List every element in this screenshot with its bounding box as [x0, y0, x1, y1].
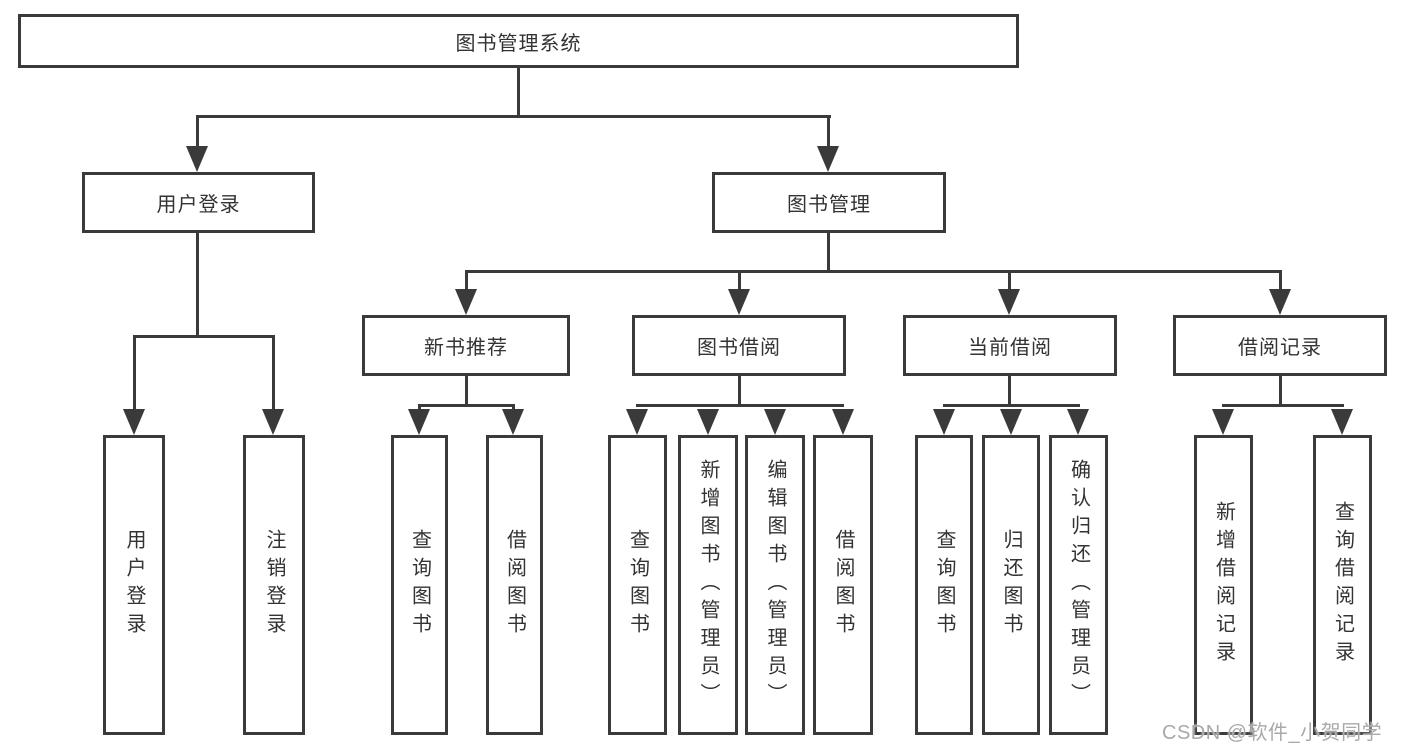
node-new-book-recommend-label: 新书推荐	[424, 337, 508, 359]
leaf-edit-books-admin-label: 编辑图书（管理员）	[764, 459, 786, 711]
csdn-watermark: CSDN @软件_小贺同学	[1162, 722, 1383, 744]
arrowhead-new-book-recommend	[455, 289, 477, 315]
node-borrow-records: 借阅记录	[1173, 315, 1387, 376]
leaf-user-login: 用户登录	[103, 435, 165, 735]
leaf-confirm-return-admin: 确认归还（管理员）	[1049, 435, 1108, 735]
edge-stem-leaf-user-login	[133, 335, 136, 413]
node-root-label: 图书管理系统	[455, 32, 582, 55]
leaf-recommend-query-books-label: 查询图书	[408, 529, 431, 641]
node-book-management-label: 图书管理	[787, 194, 871, 216]
node-new-book-recommend: 新书推荐	[362, 315, 570, 376]
edge-book-management-bar	[465, 270, 1282, 273]
edge-current-borrow-bar	[943, 404, 1080, 407]
leaf-edit-books-admin: 编辑图书（管理员）	[745, 435, 805, 735]
edge-new-book-recommend-bar	[418, 404, 515, 407]
arrowhead-user-login	[186, 146, 208, 172]
arrowhead-edit-books	[764, 409, 786, 435]
node-root: 图书管理系统	[18, 14, 1019, 68]
leaf-add-books-admin-label: 新增图书（管理员）	[697, 459, 719, 711]
edge-user-login-bar	[133, 335, 275, 338]
arrowhead-add-books	[697, 409, 719, 435]
leaf-query-borrow-record-label: 查询借阅记录	[1331, 501, 1354, 669]
leaf-add-books-admin: 新增图书（管理员）	[678, 435, 738, 735]
edge-book-management-trunk	[827, 233, 830, 272]
arrowhead-leaf-logout	[262, 409, 284, 435]
edge-new-book-recommend-trunk	[465, 376, 468, 407]
node-current-borrow-label: 当前借阅	[968, 337, 1052, 359]
leaf-current-query-books-label: 查询图书	[933, 529, 955, 641]
edge-stem-leaf-logout	[272, 335, 275, 413]
leaf-borrow-query-books-label: 查询图书	[626, 529, 649, 641]
edge-user-login-trunk	[196, 233, 199, 338]
edge-stem-borrow-records	[1279, 270, 1282, 290]
edge-stem-new-book-recommend	[465, 270, 468, 290]
edge-root-bar	[196, 115, 831, 118]
leaf-query-borrow-record: 查询借阅记录	[1313, 435, 1372, 735]
node-current-borrow: 当前借阅	[903, 315, 1117, 376]
edge-book-borrow-bar	[636, 404, 844, 407]
edge-borrow-records-trunk	[1279, 376, 1282, 407]
arrowhead-recommend-query	[408, 409, 430, 435]
leaf-add-borrow-record-label: 新增借阅记录	[1212, 501, 1235, 669]
node-user-login: 用户登录	[82, 172, 315, 233]
leaf-confirm-return-admin-label: 确认归还（管理员）	[1067, 459, 1090, 711]
edge-book-borrow-trunk	[738, 376, 741, 407]
leaf-borrow-books: 借阅图书	[813, 435, 873, 735]
node-book-borrow: 图书借阅	[632, 315, 846, 376]
edge-borrow-records-bar	[1222, 404, 1344, 407]
leaf-current-query-books: 查询图书	[915, 435, 973, 735]
node-borrow-records-label: 借阅记录	[1238, 337, 1322, 359]
leaf-recommend-borrow-books: 借阅图书	[486, 435, 543, 735]
leaf-return-books: 归还图书	[982, 435, 1040, 735]
leaf-logout-label: 注销登录	[263, 529, 285, 641]
node-book-borrow-label: 图书借阅	[697, 337, 781, 359]
arrowhead-current-query	[933, 409, 955, 435]
leaf-borrow-books-label: 借阅图书	[832, 529, 854, 641]
arrowhead-return-books	[1000, 409, 1022, 435]
edge-stem-book-management	[827, 115, 830, 151]
leaf-recommend-borrow-books-label: 借阅图书	[503, 529, 526, 641]
leaf-return-books-label: 归还图书	[1000, 529, 1022, 641]
edge-current-borrow-trunk	[1008, 376, 1011, 407]
arrowhead-book-borrow	[728, 289, 750, 315]
arrowhead-recommend-borrow	[502, 409, 524, 435]
leaf-add-borrow-record: 新增借阅记录	[1194, 435, 1253, 735]
arrowhead-query-record	[1331, 409, 1353, 435]
edge-stem-current-borrow	[1008, 270, 1011, 290]
arrowhead-leaf-user-login	[123, 409, 145, 435]
edge-stem-book-borrow	[738, 270, 741, 290]
leaf-recommend-query-books: 查询图书	[391, 435, 448, 735]
edge-stem-user-login	[196, 115, 199, 151]
arrowhead-confirm-return	[1067, 409, 1089, 435]
arrowhead-borrow-books	[832, 409, 854, 435]
leaf-logout: 注销登录	[243, 435, 305, 735]
leaf-user-login-label: 用户登录	[123, 529, 145, 641]
arrowhead-borrow-query	[626, 409, 648, 435]
edge-root-trunk	[517, 67, 520, 117]
arrowhead-add-record	[1212, 409, 1234, 435]
arrowhead-current-borrow	[998, 289, 1020, 315]
node-user-login-label: 用户登录	[156, 194, 241, 216]
arrowhead-borrow-records	[1269, 289, 1291, 315]
leaf-borrow-query-books: 查询图书	[608, 435, 667, 735]
arrowhead-book-management	[817, 146, 839, 172]
node-book-management: 图书管理	[712, 172, 946, 233]
